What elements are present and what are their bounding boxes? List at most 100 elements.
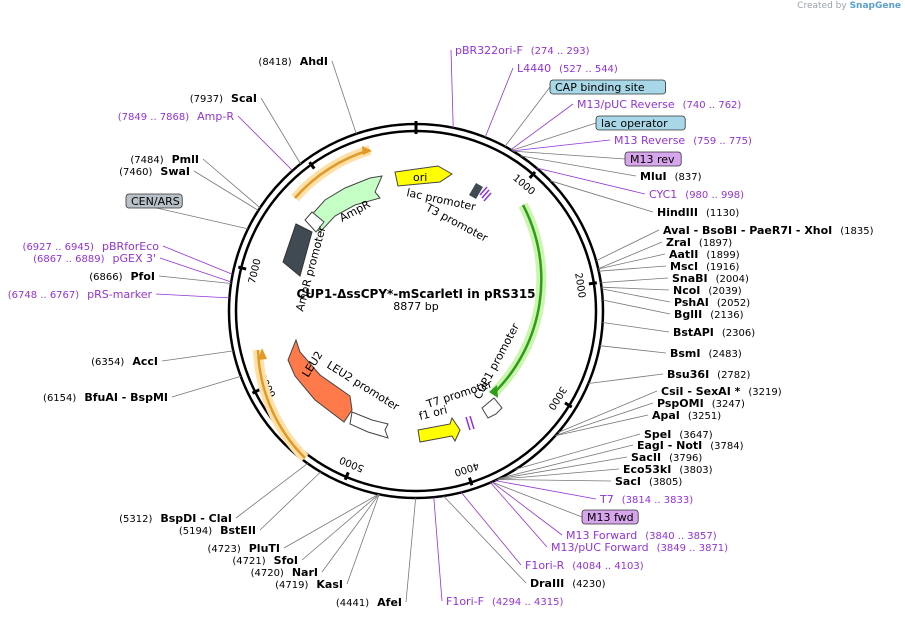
- restriction-site-label[interactable]: PspOMI(3247): [657, 397, 745, 410]
- leader-line: [193, 170, 259, 211]
- tick-mark: [343, 471, 350, 481]
- leader-line: [601, 286, 670, 291]
- restriction-site-label[interactable]: SpeI(3647): [644, 428, 713, 441]
- primer-label[interactable]: (6748 .. 6767)pRS-marker: [8, 288, 153, 301]
- primer-label[interactable]: M13/pUC Forward(3849 .. 3871): [551, 541, 728, 554]
- leader-line: [460, 492, 522, 566]
- restriction-site-label[interactable]: (4721)SfoI: [232, 554, 298, 567]
- feature-box-label: CAP binding site: [555, 81, 645, 94]
- feature-box-label: lac operator: [601, 117, 668, 130]
- restriction-site-label[interactable]: Bsu36I(2782): [667, 368, 751, 381]
- primer-label[interactable]: L4440(527 .. 544): [517, 62, 618, 75]
- leader-line: [283, 493, 379, 549]
- leader-line: [600, 277, 669, 284]
- leader-line: [512, 150, 626, 160]
- green-arrow[interactable]: [489, 385, 498, 398]
- restriction-site-label[interactable]: (4720)NarI: [251, 566, 318, 579]
- restriction-site-label[interactable]: MscI(1916): [670, 260, 739, 273]
- ampr-feature[interactable]: [306, 175, 383, 233]
- leader-line: [588, 373, 664, 384]
- leader-line: [599, 345, 667, 354]
- feature-box[interactable]: [624, 151, 682, 167]
- primer-label[interactable]: M13 Reverse(759 .. 775): [614, 134, 752, 147]
- primer-label[interactable]: (7849 .. 7868)Amp-R: [118, 110, 235, 123]
- site-labels: MluI(837) HindIII(1130) AvaI - BsoBI - Pae…: [8, 44, 874, 609]
- label-leaders: [125, 49, 671, 603]
- leader-line: [162, 245, 233, 275]
- leader-line: [346, 494, 380, 585]
- restriction-site-label[interactable]: SnaBI(2004): [672, 272, 749, 285]
- restriction-site-label[interactable]: ZraI(1897): [666, 236, 732, 249]
- restriction-site-label[interactable]: (4441)AfeI: [336, 596, 402, 609]
- restriction-site-label[interactable]: (4719)KasI: [275, 578, 343, 591]
- tick-mark: [251, 388, 261, 395]
- orange-arrow-upper[interactable]: [362, 146, 372, 155]
- restriction-site-label[interactable]: ApaI(3251): [652, 409, 721, 422]
- leader-line: [443, 495, 527, 584]
- restriction-site-label[interactable]: DraIII(4230): [530, 577, 606, 590]
- restriction-site-label[interactable]: (7937)ScaI: [190, 92, 257, 105]
- leader-line: [259, 471, 321, 531]
- restriction-site-label[interactable]: AvaI - BsoBI - PaeR7I - XhoI(1835): [663, 224, 874, 237]
- restriction-site-label[interactable]: (8418)AhdI: [258, 55, 328, 68]
- restriction-site-label[interactable]: SacII(3796): [631, 451, 702, 464]
- leader-line: [515, 433, 641, 470]
- leader-line: [550, 180, 654, 213]
- ori-feature[interactable]: [394, 165, 453, 187]
- restriction-site-label[interactable]: CsiI - SexAI *(3219): [661, 385, 782, 398]
- feature-box[interactable]: [595, 115, 686, 131]
- feature-box[interactable]: [581, 509, 639, 525]
- restriction-site-label[interactable]: PshAI(2052): [674, 296, 750, 309]
- restriction-site-label[interactable]: BglII(2136): [674, 308, 744, 321]
- restriction-site-label[interactable]: (6866)PfoI: [89, 270, 155, 283]
- leader-line: [602, 322, 670, 333]
- feature-box[interactable]: [549, 79, 666, 95]
- restriction-site-label[interactable]: (5194)BstEII: [179, 524, 256, 537]
- primer-label[interactable]: pBR322ori-F(274 .. 293): [455, 44, 590, 57]
- restriction-site-label[interactable]: (6154)BfuAI - BspMI: [43, 391, 168, 404]
- lac-promoter-block[interactable]: [469, 182, 483, 200]
- restriction-site-label[interactable]: (7460)SwaI: [119, 165, 190, 178]
- green-track: [494, 204, 543, 393]
- leu2-promoter-arrow[interactable]: [349, 411, 389, 439]
- leader-line: [510, 103, 574, 151]
- leader-line: [598, 253, 666, 270]
- snapgene-logo: SnapGene: [849, 1, 901, 11]
- restriction-site-label[interactable]: (6354)AccI: [91, 355, 158, 368]
- primer-label[interactable]: F1ori-R(4084 .. 4103): [525, 559, 644, 572]
- orange-arrow-lower[interactable]: [258, 348, 267, 360]
- primer-label[interactable]: (6927 .. 6945)pBRforEco: [23, 240, 160, 253]
- primer-label[interactable]: T7(3814 .. 3833): [599, 493, 693, 506]
- restriction-site-label[interactable]: AatII(1899): [669, 248, 740, 261]
- leader-line: [494, 480, 597, 500]
- leu2-feature[interactable]: [287, 338, 353, 423]
- restriction-site-label[interactable]: BsmI(2483): [670, 347, 742, 360]
- leader-line: [155, 293, 230, 299]
- f1-ori-feature[interactable]: [417, 416, 461, 443]
- restriction-site-label[interactable]: Eco53kI(3803): [623, 463, 713, 476]
- restriction-site-label[interactable]: (5312)BspDI - ClaI: [119, 512, 232, 525]
- restriction-site-label[interactable]: (7484)PmlI: [130, 153, 199, 166]
- primer-label[interactable]: M13 Forward(3840 .. 3857): [566, 529, 717, 542]
- ampr-promoter-arrow[interactable]: [304, 211, 325, 233]
- primer-label[interactable]: (6867 .. 6889)pGEX 3': [33, 252, 156, 265]
- ampr-promoter-feature[interactable]: [282, 223, 313, 277]
- leader-line: [602, 299, 671, 315]
- primer-label[interactable]: M13/pUC Reverse(740 .. 762): [577, 98, 741, 111]
- feature-box[interactable]: [125, 193, 183, 209]
- primer-label[interactable]: CYC1(980 .. 998): [649, 188, 744, 201]
- restriction-site-label[interactable]: (4723)PluTI: [207, 542, 280, 555]
- primer-label[interactable]: F1ori-F(4294 .. 4315): [446, 595, 563, 608]
- restriction-site-label[interactable]: SacI(3805): [615, 475, 682, 488]
- restriction-site-label[interactable]: NcoI(2039): [673, 284, 742, 297]
- leader-line: [497, 468, 620, 480]
- restriction-site-label[interactable]: EagI - NotI(3784): [637, 439, 744, 452]
- restriction-site-label[interactable]: MluI(837): [640, 170, 702, 183]
- cup1-promoter-arrow[interactable]: [481, 397, 503, 419]
- tick-mark: [237, 265, 247, 271]
- leader-line: [555, 402, 654, 436]
- restriction-site-label[interactable]: HindIII(1130): [657, 206, 739, 219]
- restriction-site-label[interactable]: BstAPI(2306): [673, 326, 755, 339]
